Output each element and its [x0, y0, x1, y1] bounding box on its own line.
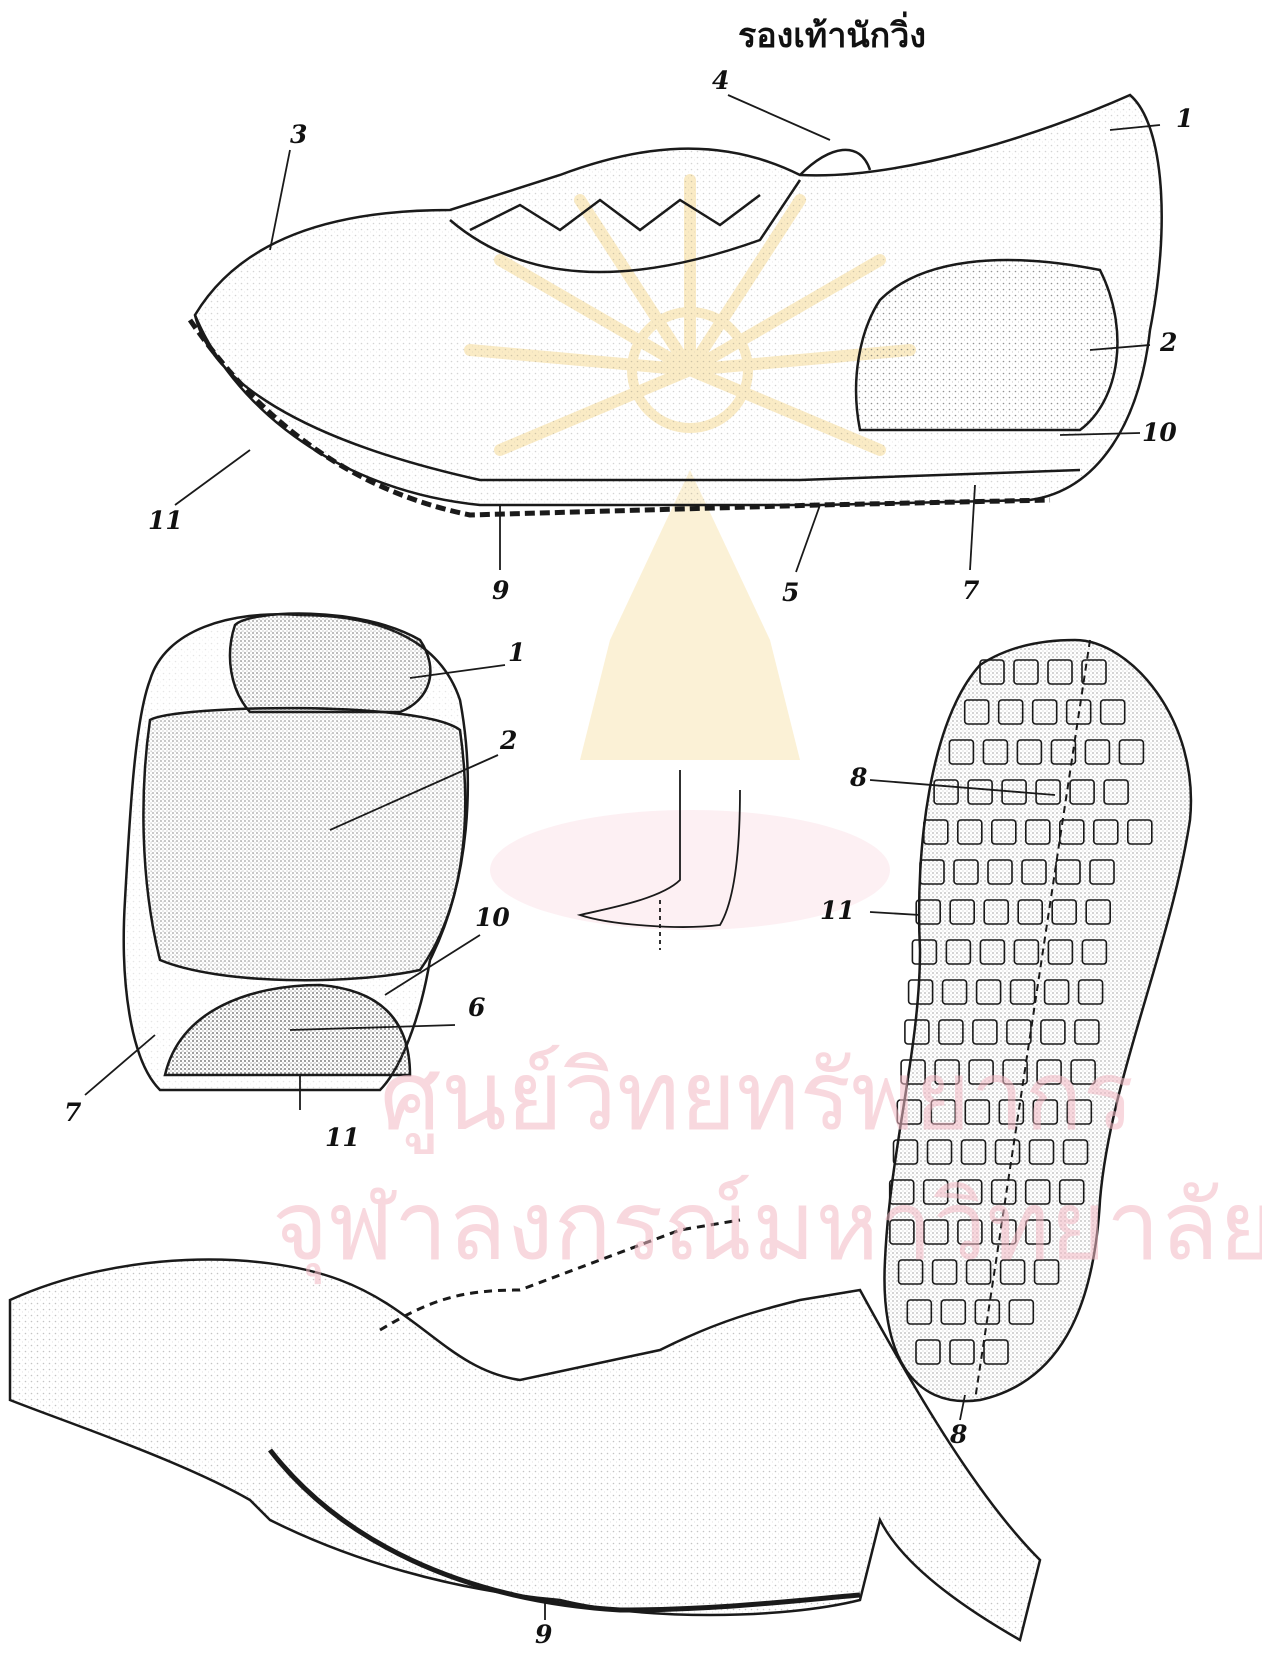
sole-label-11: 11 — [820, 898, 855, 923]
heel-label-1: 1 — [508, 640, 525, 665]
heel-label-2: 2 — [500, 728, 517, 753]
sole-label-8-bottom: 8 — [950, 1422, 967, 1447]
flex-label-9: 9 — [535, 1622, 552, 1647]
heel-view-shoe — [124, 614, 468, 1090]
page-title: รองเท้านักวิ่ง — [738, 8, 926, 62]
side-label-4: 4 — [712, 68, 729, 93]
heel-label-7: 7 — [64, 1100, 81, 1125]
side-label-11: 11 — [148, 508, 183, 533]
heel-label-11: 11 — [325, 1125, 360, 1150]
side-label-7: 7 — [962, 578, 979, 603]
side-label-2: 2 — [1160, 330, 1177, 355]
heel-label-6: 6 — [468, 995, 485, 1020]
side-label-10: 10 — [1142, 420, 1177, 445]
side-label-3: 3 — [290, 122, 307, 147]
side-view-shoe — [190, 95, 1162, 515]
side-label-9: 9 — [492, 578, 509, 603]
sole-label-8-top: 8 — [850, 765, 867, 790]
watermark-text-line-2: จุฬาลงกรณ์มหาวิทยาลัย — [272, 1150, 1262, 1302]
side-label-1: 1 — [1176, 106, 1193, 131]
side-label-5: 5 — [782, 580, 799, 605]
heel-label-10: 10 — [475, 905, 510, 930]
